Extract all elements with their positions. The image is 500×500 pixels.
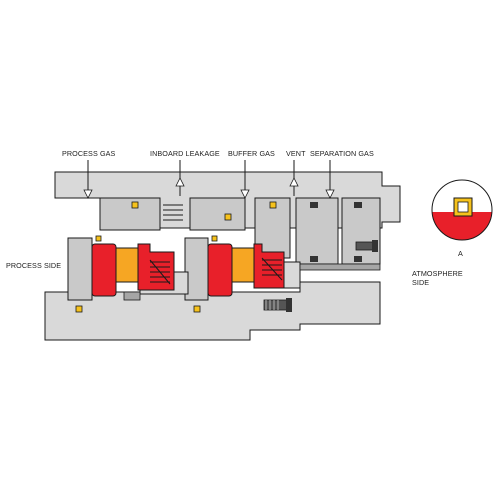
o-ring-icon [75, 305, 83, 313]
o-ring-icon [224, 213, 232, 221]
spring-icon [149, 259, 171, 285]
label-detail-a: A [458, 249, 463, 258]
vent-port [289, 160, 299, 196]
separation-seal-block-2 [341, 197, 381, 265]
o-ring-icon [269, 201, 277, 209]
separation-seal-segments [310, 202, 362, 262]
arrow-down-icon [240, 189, 250, 199]
detail-red-face [432, 212, 492, 240]
arrow-up-icon [175, 177, 185, 187]
groove-1 [123, 291, 141, 301]
label-atmosphere: ATMOSPHERE [412, 269, 463, 278]
bolt-icon [355, 240, 378, 252]
label-separation-gas: SEPARATION GAS [310, 149, 374, 158]
label-process-gas: PROCESS GAS [62, 149, 116, 158]
rotor-hub-inboard [67, 237, 93, 301]
bolt-icon [263, 298, 292, 312]
arrow-up-icon [289, 177, 299, 187]
arrow-down-icon [83, 189, 93, 199]
label-buffer-gas: BUFFER GAS [228, 149, 275, 158]
inboard-primary-seal [91, 243, 175, 297]
detail-a-inset: A [431, 179, 493, 258]
separation-gas-port [325, 160, 335, 199]
o-ring-icon [211, 235, 218, 242]
o-ring-icons [75, 201, 277, 313]
label-atmosphere-side: SIDE [412, 278, 429, 287]
process-gas-port [83, 160, 93, 199]
gland-section-2 [189, 197, 246, 231]
inboard-stationary-ring [115, 247, 139, 283]
spring-icon [163, 204, 183, 221]
o-ring-icon [193, 305, 201, 313]
o-ring-icon [131, 201, 139, 209]
arrow-down-icon [325, 189, 335, 199]
inboard-leakage-port [175, 160, 185, 196]
outboard-stationary-ring [231, 247, 255, 283]
label-vent: VENT [286, 149, 306, 158]
separation-seal-block-1 [295, 197, 339, 265]
buffer-gas-port [240, 160, 250, 199]
gland-section-1 [99, 197, 161, 231]
outboard-secondary-seal [207, 243, 285, 297]
label-inboard-leakage: INBOARD LEAKAGE [150, 149, 220, 158]
groove-2 [299, 263, 381, 271]
inboard-rotating-face [91, 243, 117, 297]
o-ring-icon [95, 235, 102, 242]
outboard-rotating-face [207, 243, 233, 297]
label-process-side: PROCESS SIDE [6, 261, 61, 270]
spring-icon [261, 257, 283, 281]
